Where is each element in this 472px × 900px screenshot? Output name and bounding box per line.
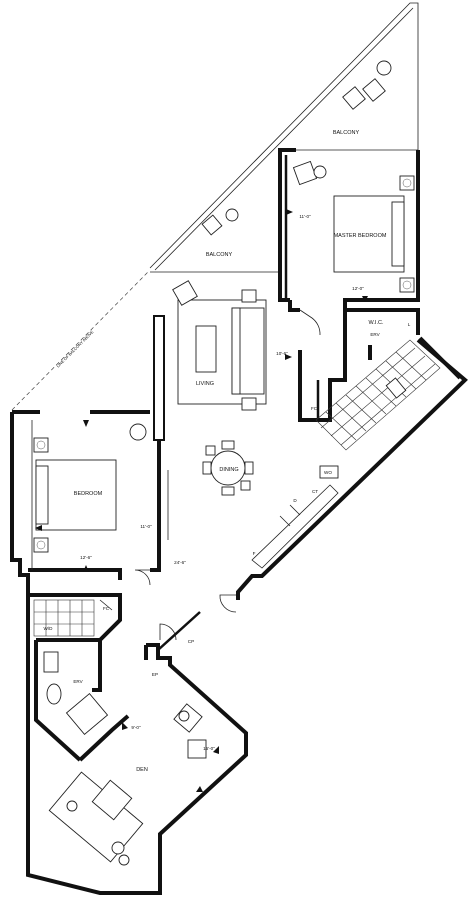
label-linen: L	[408, 322, 411, 327]
label-fc-master: FC	[311, 406, 318, 411]
dim-den-depth: 15'-0"	[203, 746, 215, 751]
dim-bedroom-width: 11'-0"	[140, 524, 152, 529]
label-living: LIVING	[196, 381, 214, 387]
wd-tiles	[33, 599, 95, 637]
label-d: D	[293, 498, 297, 503]
dimension-arrows	[35, 209, 368, 792]
note-balcony-line: LINE OF BALCONY ABOVE	[55, 329, 94, 368]
dim-master-width: 11'-0"	[299, 214, 311, 219]
partition-walls	[28, 315, 201, 762]
label-bedroom: BEDROOM	[74, 491, 103, 497]
label-wic: W.I.C.	[369, 320, 384, 326]
label-dining: DINING	[219, 467, 238, 473]
room-labels: BALCONY BALCONY MASTER BEDROOM LIVING DI…	[74, 130, 387, 773]
bedroom-furniture	[31, 420, 169, 570]
dim-hall: 10'-6"	[276, 351, 288, 356]
label-ep: EP	[152, 672, 158, 677]
label-master-bedroom: MASTER BEDROOM	[334, 233, 387, 239]
kitchen	[251, 339, 441, 569]
balcony-furniture	[201, 60, 392, 236]
label-erv-master: ERV	[370, 332, 380, 337]
living-furniture	[172, 280, 267, 411]
label-balcony-top: BALCONY	[333, 130, 360, 136]
label-den: DEN	[136, 767, 148, 773]
lower-bath	[33, 599, 109, 736]
label-f: F	[253, 551, 256, 556]
dining-set	[202, 440, 254, 496]
master-bed	[292, 160, 415, 293]
dimension-labels: 11'-0" 12'-0" 10'-6" 11'-0" 12'-6" 24'-6…	[80, 214, 364, 751]
label-ct: CT	[312, 489, 318, 494]
bath-tiles	[315, 339, 441, 451]
label-wo: WO	[324, 470, 332, 475]
door-swings	[99, 309, 321, 641]
den-furniture	[48, 703, 207, 866]
label-balcony-mid: BALCONY	[206, 252, 233, 258]
label-cp: CP	[188, 639, 194, 644]
label-wd: W/D	[44, 626, 54, 631]
label-fc-bedroom: FC	[103, 606, 110, 611]
balcony-above-line	[11, 271, 149, 411]
dim-master-depth: 12'-0"	[352, 286, 364, 291]
exterior-walls	[10, 148, 468, 895]
balcony-outline	[11, 2, 419, 411]
label-erv-bath: ERV	[73, 679, 83, 684]
fixture-labels: ERV L FC WO CT D F CP EP FC W/D ERV	[44, 322, 411, 684]
dim-living-depth: 24'-6"	[174, 560, 186, 565]
dim-bedroom-depth: 12'-6"	[80, 555, 92, 560]
dim-den-width: 9'-0"	[131, 725, 141, 730]
